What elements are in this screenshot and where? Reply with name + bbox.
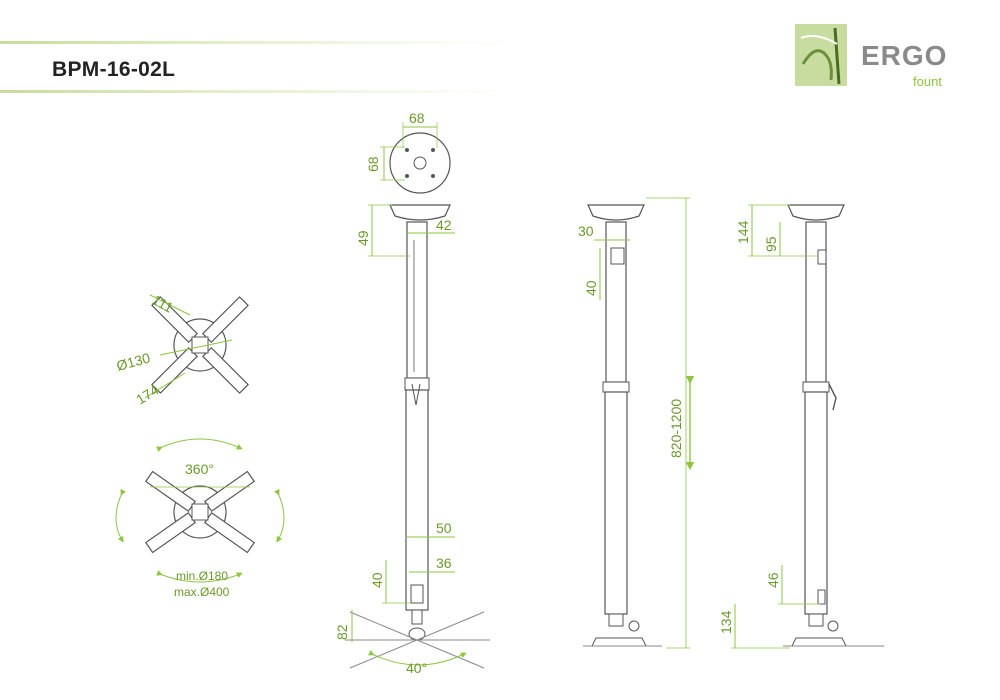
brand-logo: ERGO fount [795,24,955,104]
logo-mark-icon [795,24,847,86]
dim-36: 36 [436,555,452,571]
arms-view: 111 Ø130 174 [115,292,249,408]
dim-height-range: 820-1200 [668,399,684,458]
dim-30: 30 [578,223,594,239]
side-view: 30 40 820-1200 [578,197,695,649]
front-view: 49 42 50 36 40 82 40° [334,204,490,676]
model-title: BPM-16-02L [52,58,176,81]
header-stripe-top [0,41,510,44]
top-plate-view: 68 68 [365,110,451,194]
dim-95: 95 [763,236,779,252]
dim-82: 82 [334,624,350,640]
dim-min-diameter: min.Ø180 [176,569,228,583]
dim-max-diameter: max.Ø400 [174,585,230,599]
logo-sub: fount [913,74,942,89]
dim-rotation: 360° [185,461,214,477]
header-stripe-bottom [0,90,510,93]
dim-144: 144 [735,220,751,244]
dim-40-front: 40 [369,572,385,588]
dim-plate-width: 68 [409,110,425,126]
rotation-view: 360° min.Ø180 max.Ø400 [115,438,285,599]
dim-50: 50 [436,520,452,536]
logo-brand: ERGO [861,40,948,71]
dim-42: 42 [436,217,452,233]
dim-46: 46 [765,572,781,588]
rear-view: 144 95 46 134 [718,204,884,649]
dim-134: 134 [718,610,734,634]
dim-tilt: 40° [406,660,427,676]
dim-40-side: 40 [583,280,599,296]
dim-plate-diameter: Ø130 [115,350,152,374]
dim-plate-height: 68 [365,156,381,172]
dim-49: 49 [355,230,371,246]
